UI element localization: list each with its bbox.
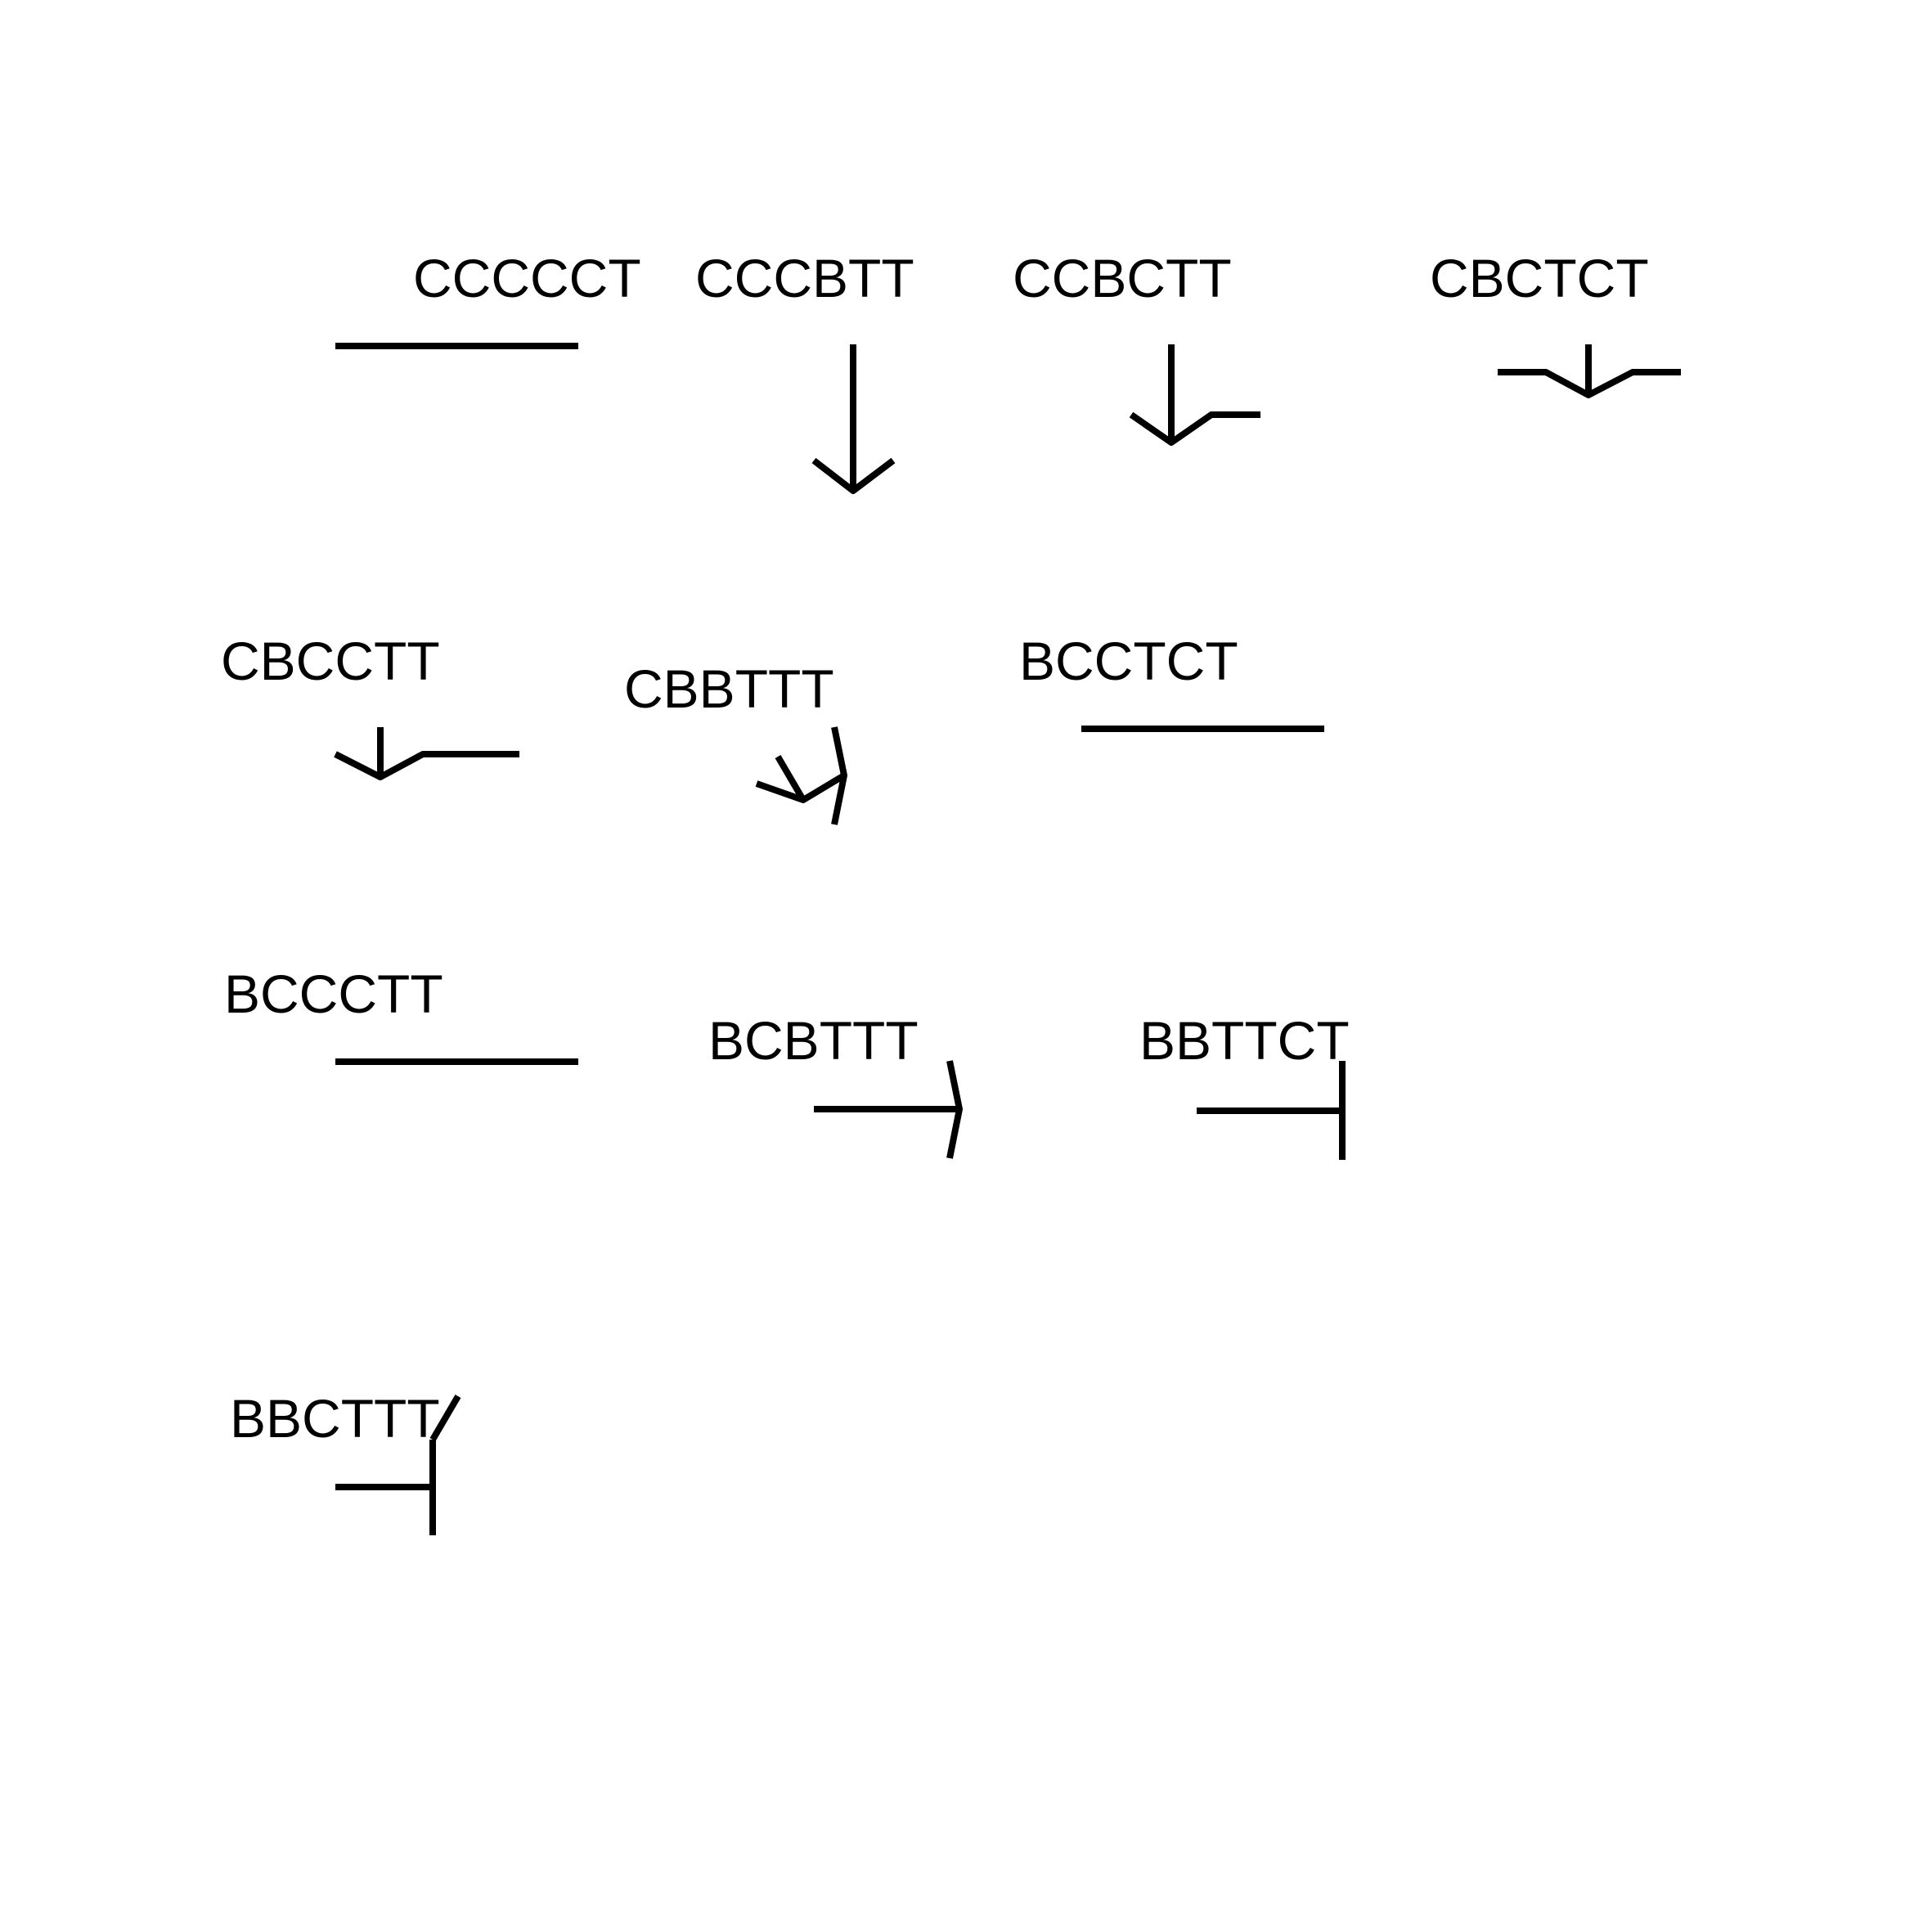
figure-label: CCBCTT bbox=[1013, 248, 1232, 308]
figure-cccccct: CCCCCT bbox=[335, 248, 641, 349]
figure-stroke bbox=[334, 727, 519, 780]
figure-cbbttt: CBBTTT bbox=[624, 658, 847, 825]
figure-label: CBCTCT bbox=[1430, 248, 1649, 308]
figure-label: BCCTCT bbox=[1019, 631, 1238, 691]
figure-label: BBCTTT bbox=[230, 1388, 440, 1449]
figure-stroke bbox=[1498, 344, 1681, 398]
figure-stroke bbox=[1197, 1061, 1346, 1160]
figure-label: BCBTTT bbox=[708, 1010, 919, 1071]
figure-label: BBTTCT bbox=[1139, 1010, 1350, 1071]
figure-label: CBBTTT bbox=[624, 658, 834, 719]
figure-cbctct: CBCTCT bbox=[1430, 248, 1681, 398]
figure-bbcttt: BBCTTT bbox=[230, 1388, 461, 1535]
figure-cccbtt: CCCBTT bbox=[695, 248, 914, 494]
figure-stroke bbox=[814, 1060, 963, 1159]
figure-stroke bbox=[335, 1394, 461, 1535]
figure-cbcctt: CBCCTT bbox=[221, 631, 519, 780]
figure-stroke bbox=[755, 726, 847, 825]
figure-stroke bbox=[1129, 344, 1260, 446]
figure-bbttct: BBTTCT bbox=[1139, 1010, 1350, 1160]
figure-label: BCCCTT bbox=[224, 964, 443, 1024]
figure-label: CCCCCT bbox=[413, 248, 641, 308]
figure-bcbttt: BCBTTT bbox=[708, 1010, 963, 1159]
figure-ccbctt: CCBCTT bbox=[1013, 248, 1260, 446]
figure-bcctct: BCCTCT bbox=[1019, 631, 1324, 732]
figure-label: CBCCTT bbox=[221, 631, 440, 691]
figure-label: CCCBTT bbox=[695, 248, 914, 308]
figure-stroke bbox=[811, 344, 896, 494]
figure-bccctt: BCCCTT bbox=[224, 964, 578, 1065]
